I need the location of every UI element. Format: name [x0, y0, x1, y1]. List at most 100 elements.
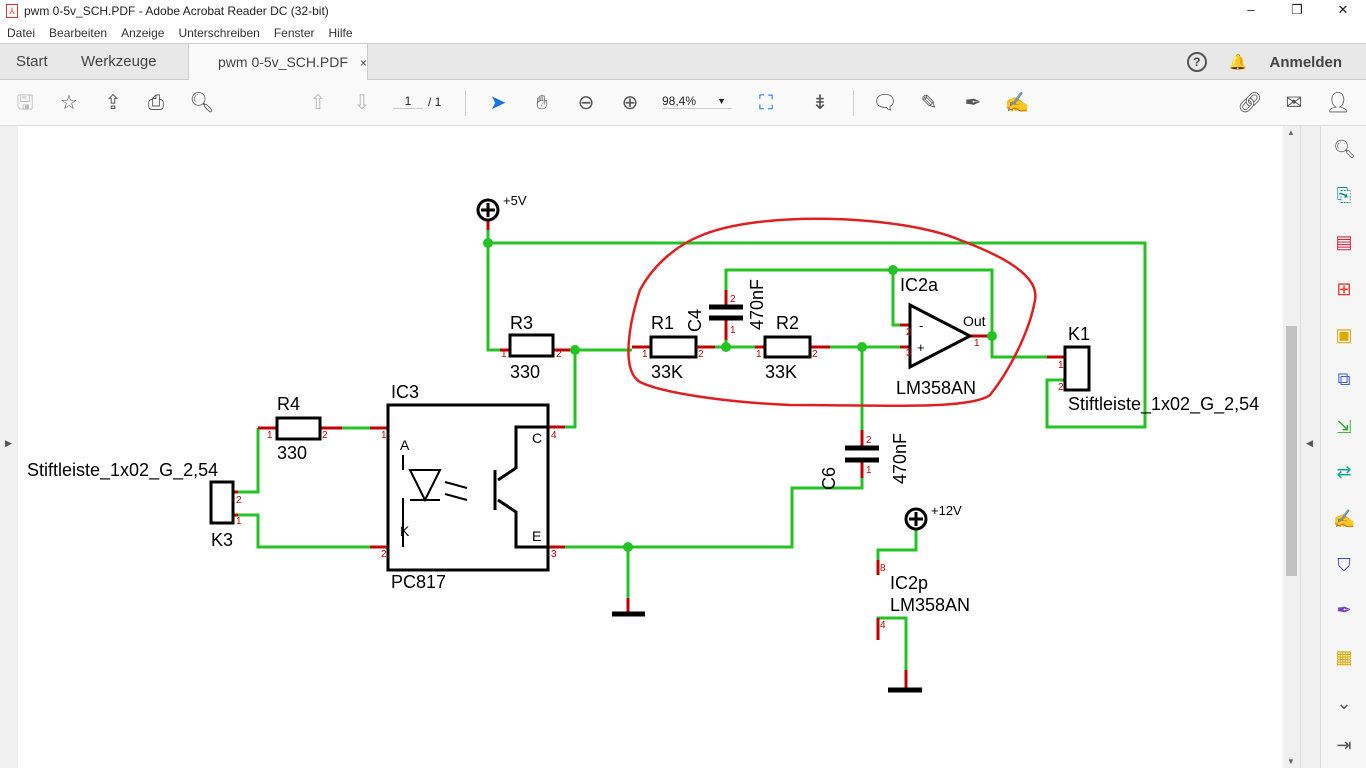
- svg-text:2: 2: [322, 430, 328, 441]
- right-panel-toggle[interactable]: ◀: [1300, 126, 1320, 768]
- svg-text:4: 4: [880, 620, 886, 631]
- select-pointer-icon[interactable]: ➤: [489, 92, 507, 114]
- left-panel-toggle[interactable]: ▶: [0, 126, 18, 768]
- menu-bearbeiten[interactable]: Bearbeiten: [49, 25, 108, 40]
- scroll-down-icon[interactable]: ▼: [1287, 757, 1295, 766]
- svg-text:2: 2: [236, 495, 242, 506]
- k1-name: K1: [1068, 324, 1090, 344]
- fill-sign-icon[interactable]: ✍: [1333, 509, 1356, 529]
- divider: [853, 90, 854, 116]
- k3-name: K3: [211, 530, 233, 550]
- supply-5v-symbol: [476, 198, 500, 222]
- tab-document[interactable]: pwm 0-5v_SCH.PDF ×: [188, 44, 368, 81]
- create-pdf-icon[interactable]: ⊞: [1336, 279, 1352, 299]
- label-5v: +5V: [503, 193, 527, 208]
- fill-sign-icon[interactable]: ✍: [1004, 92, 1030, 114]
- scrollbar-thumb[interactable]: [1286, 326, 1297, 576]
- menu-unterschreiben[interactable]: Unterschreiben: [178, 25, 260, 40]
- c4-name: C4: [685, 309, 705, 332]
- svg-text:1: 1: [866, 465, 872, 476]
- tab-close-icon[interactable]: ×: [359, 56, 367, 70]
- ic3-pin-c: C: [532, 430, 542, 446]
- tab-werkzeuge[interactable]: Werkzeuge: [81, 53, 157, 70]
- collapse-pane-icon[interactable]: ⇥: [1336, 735, 1352, 755]
- export-pdf-icon[interactable]: ⎘: [1336, 185, 1352, 205]
- combine-files-icon[interactable]: ⧉: [1337, 369, 1351, 389]
- menu-bar: Datei Bearbeiten Anzeige Unterschreiben …: [0, 22, 1366, 43]
- k1-value: Stiftleiste_1x02_G_2,54: [1068, 394, 1259, 415]
- highlight-pen-icon[interactable]: ✎: [920, 92, 938, 114]
- comment-icon[interactable]: ▣: [1335, 325, 1353, 345]
- email-icon[interactable]: ✉: [1285, 92, 1303, 114]
- fit-page-icon[interactable]: ⛶: [759, 92, 773, 114]
- compress-icon[interactable]: ⇲: [1336, 417, 1352, 437]
- page-number-input[interactable]: 1: [393, 94, 423, 109]
- protect-icon[interactable]: ⛉: [1337, 555, 1351, 575]
- send-for-review-icon[interactable]: ⇄: [1336, 462, 1352, 482]
- r2-value: 33K: [765, 362, 797, 382]
- draw-icon[interactable]: ✒: [964, 92, 982, 114]
- svg-text:1: 1: [974, 338, 980, 349]
- enhance-scan-icon[interactable]: 🔍︎: [1333, 139, 1356, 159]
- ground-symbol: [612, 611, 922, 693]
- organize-pages-icon[interactable]: ▤: [1335, 232, 1353, 252]
- zoom-in-icon[interactable]: ⊕: [621, 92, 639, 114]
- svg-text:1: 1: [642, 349, 648, 360]
- menu-hilfe[interactable]: Hilfe: [328, 25, 353, 40]
- help-icon[interactable]: ?: [1186, 52, 1207, 72]
- svg-text:4: 4: [551, 430, 557, 441]
- document-page: +5V +12V R3 330 R4 330 R1 33K R2 33K C4 …: [18, 126, 1283, 768]
- cloud-upload-icon[interactable]: ⇪: [104, 92, 122, 114]
- tab-start[interactable]: Start: [16, 53, 48, 70]
- scroll-up-icon[interactable]: ▲: [1287, 128, 1295, 137]
- ic2a-plus: +: [917, 340, 925, 355]
- hand-icon[interactable]: ✋︎: [536, 92, 548, 114]
- junctions: [483, 238, 997, 552]
- tab-document-label: pwm 0-5v_SCH.PDF: [218, 54, 348, 70]
- maximize-button[interactable]: ❐: [1291, 2, 1303, 17]
- menu-datei[interactable]: Datei: [7, 25, 36, 40]
- signin-button[interactable]: Anmelden: [1269, 53, 1342, 71]
- expand-tools-icon[interactable]: ⌄: [1336, 693, 1352, 713]
- star-icon[interactable]: ☆: [60, 92, 78, 114]
- resistor-r2: [763, 335, 812, 359]
- window-title: pwm 0-5v_SCH.PDF - Adobe Acrobat Reader …: [24, 4, 329, 18]
- vertical-scrollbar[interactable]: ▲ ▼: [1283, 126, 1300, 768]
- scroll-mode-icon[interactable]: ⇟: [811, 92, 829, 114]
- minimize-button[interactable]: –: [1247, 2, 1255, 17]
- page-up-icon[interactable]: ⇧: [309, 92, 327, 114]
- supply-12v-symbol: [904, 507, 928, 531]
- expand-left-icon[interactable]: ▶: [5, 438, 12, 448]
- menu-anzeige[interactable]: Anzeige: [121, 25, 165, 40]
- page-count: / 1: [428, 95, 442, 109]
- resistor-r4: [275, 416, 322, 441]
- r1-value: 33K: [651, 362, 683, 382]
- close-button[interactable]: ✕: [1337, 2, 1349, 17]
- acrobat-pdf-icon: ⅄: [6, 4, 18, 18]
- save-icon[interactable]: 🖫: [16, 92, 34, 114]
- svg-text:1: 1: [501, 349, 507, 360]
- ic2a-out: Out: [963, 313, 986, 329]
- share-link-icon[interactable]: 🔗︎: [1237, 92, 1263, 114]
- print-icon[interactable]: ⎙: [148, 92, 164, 114]
- zoom-out-icon[interactable]: ⊖: [577, 92, 595, 114]
- pin-stubs: [233, 220, 1065, 688]
- zoom-select[interactable]: 98,4%▼: [662, 94, 732, 109]
- request-signature-icon[interactable]: ✒: [1336, 600, 1352, 620]
- search-icon[interactable]: 🔍︎: [189, 92, 215, 114]
- add-user-icon[interactable]: 👤︎: [1325, 92, 1351, 114]
- ic3-pin-k: K: [400, 523, 410, 539]
- ic3-value: PC817: [391, 572, 446, 592]
- tools-pane: 🔍︎ ⎘ ▤ ⊞ ▣ ⧉ ⇲ ⇄ ✍ ⛉ ✒ ▦ ⌄ ⇥: [1320, 126, 1366, 768]
- schematic: +5V +12V R3 330 R4 330 R1 33K R2 33K C4 …: [27, 193, 1259, 693]
- ic2p-name: IC2p: [890, 573, 928, 593]
- collapse-right-icon[interactable]: ◀: [1306, 438, 1313, 448]
- svg-text:2: 2: [698, 349, 704, 360]
- page-down-icon[interactable]: ⇩: [353, 92, 371, 114]
- c4-value: 470nF: [747, 279, 767, 330]
- comment-icon[interactable]: 🗨︎: [872, 92, 898, 114]
- more-tools-icon[interactable]: ▦: [1335, 647, 1353, 667]
- resistor-r3: [508, 333, 555, 358]
- bell-icon[interactable]: 🔔: [1228, 54, 1248, 71]
- menu-fenster[interactable]: Fenster: [273, 25, 315, 40]
